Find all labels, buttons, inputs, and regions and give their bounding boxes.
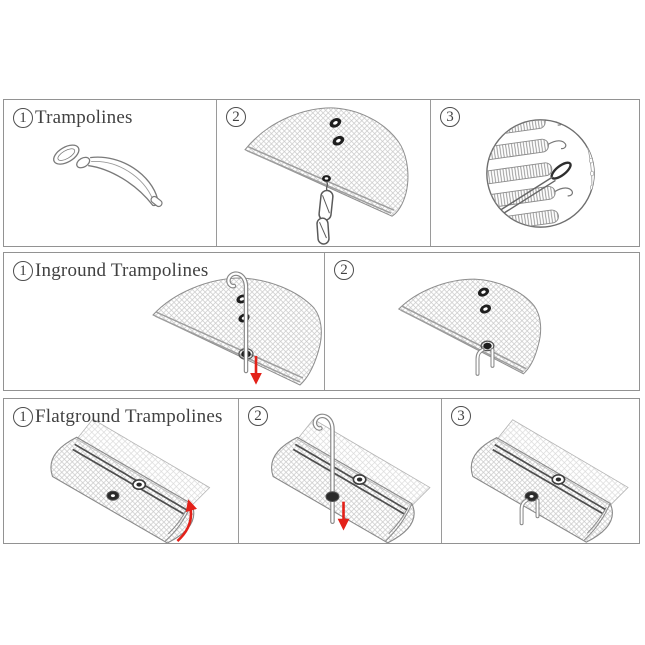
mesh-net-panel <box>397 278 542 375</box>
step-number-badge: 1 <box>13 407 33 427</box>
panel-inground-step-2: 2 <box>324 253 639 390</box>
step-number-badge: 2 <box>248 406 268 426</box>
rolled-net-illustration <box>50 418 211 543</box>
panel-trampolines-step-1: 1 Trampolines <box>4 100 216 246</box>
net-seam <box>400 305 527 373</box>
grommet-icon <box>106 479 147 501</box>
step-header: 1 Flatground Trampolines <box>13 406 223 428</box>
step-number-badge: 1 <box>13 261 33 281</box>
mesh-net-panel <box>244 107 409 217</box>
step-number-badge: 2 <box>226 107 246 127</box>
step-number-badge: 2 <box>334 260 354 280</box>
net-seam <box>72 443 187 515</box>
step-number-badge: 3 <box>440 107 460 127</box>
grommet-center <box>529 494 534 498</box>
step-number-badge: 1 <box>13 108 33 128</box>
snap-hook-icon <box>53 144 91 169</box>
grommet-icon <box>325 491 340 502</box>
panel-flatground-step-1: 1 Flatground Trampolines <box>4 399 238 543</box>
net-seam <box>492 443 606 515</box>
panel-inground-step-1: 1 Inground Trampolines <box>4 253 324 390</box>
step-header: 1 Inground Trampolines <box>13 260 208 282</box>
net-section-upin-illustration <box>397 278 542 376</box>
u-pin-icon <box>519 498 540 526</box>
net-section-pin-illustration <box>152 271 322 386</box>
panel-trampolines-step-3: 3 <box>430 100 639 246</box>
rolled-net-pin-illustration <box>271 413 431 543</box>
rolled-net <box>470 437 613 543</box>
anchor-pin-icon <box>312 413 335 525</box>
grommet-center <box>555 477 562 482</box>
anchor-pin-icon <box>226 271 249 374</box>
panel-flatground-step-3: 3 <box>441 399 639 543</box>
step-header: 3 <box>440 107 460 127</box>
u-pin-icon <box>475 347 495 376</box>
step-header: 2 <box>226 107 246 127</box>
bungee-tie-illustration <box>53 144 163 208</box>
rolled-net <box>50 436 195 543</box>
section-flatground-trampolines: 1 Flatground Trampolines <box>3 398 640 544</box>
mesh-net-panel <box>152 277 322 386</box>
rolled-net <box>271 436 415 543</box>
toggle-end <box>150 195 163 208</box>
step-header: 2 <box>334 260 354 280</box>
section-inground-trampolines: 1 Inground Trampolines <box>3 252 640 391</box>
carabiner-chain-icon <box>316 181 334 245</box>
step-header: 2 <box>248 406 268 426</box>
step-header: 3 <box>451 406 471 426</box>
net-seam <box>154 311 304 383</box>
section-title: Trampolines <box>35 107 133 128</box>
springs-closeup-illustration <box>486 119 595 228</box>
section-title: Flatground Trampolines <box>35 406 223 427</box>
grommet-icon <box>322 118 345 182</box>
net-seam <box>246 145 395 214</box>
grommet-icon <box>477 287 495 352</box>
step-number-badge: 3 <box>451 406 471 426</box>
net-seam <box>292 443 408 515</box>
elastic-loop <box>88 156 159 207</box>
section-trampolines: 1 Trampolines 2 <box>3 99 640 247</box>
grommet-center <box>356 477 363 482</box>
step-header: 1 Trampolines <box>13 107 133 129</box>
hooked-carabiner-icon <box>493 161 572 219</box>
net-section-with-hooks-illustration <box>244 107 409 245</box>
panel-flatground-step-2: 2 <box>238 399 441 543</box>
section-title: Inground Trampolines <box>35 260 209 281</box>
panel-trampolines-step-2: 2 <box>216 100 430 246</box>
rolled-net-upin-illustration <box>470 419 629 543</box>
red-arrow-curved-icon <box>176 499 198 542</box>
